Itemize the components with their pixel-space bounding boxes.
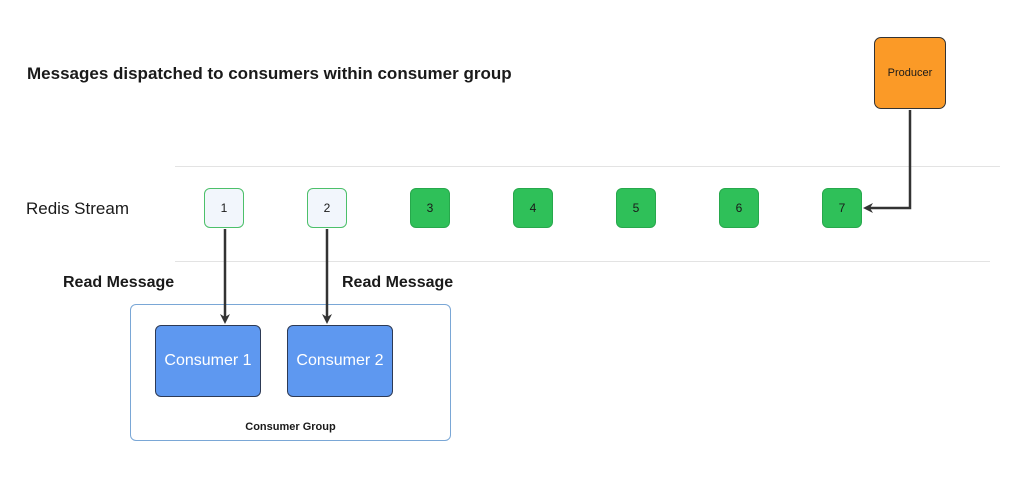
consumer-label: Consumer 1: [164, 352, 252, 369]
message-id: 3: [426, 201, 434, 215]
producer-to-stream-arrow: [863, 110, 912, 213]
consumer-group-label: Consumer Group: [245, 421, 336, 433]
consumer-2-node: Consumer 2: [287, 325, 393, 397]
message-id: 6: [735, 201, 743, 215]
message-6: 6: [719, 188, 759, 228]
read-message-label-2: Read Message: [342, 274, 454, 291]
message-5: 5: [616, 188, 656, 228]
read-message-label-1: Read Message: [63, 274, 175, 291]
producer-label: Producer: [887, 67, 933, 79]
message-id: 5: [632, 201, 640, 215]
message-3: 3: [410, 188, 450, 228]
stream-top-divider: [175, 166, 1000, 167]
consumer-1-node: Consumer 1: [155, 325, 261, 397]
stream-bottom-divider: [175, 261, 990, 262]
message-id: 1: [220, 201, 228, 215]
message-id: 2: [323, 201, 331, 215]
message-2: 2: [307, 188, 347, 228]
diagram-title: Messages dispatched to consumers within …: [27, 64, 512, 83]
message-4: 4: [513, 188, 553, 228]
message-7: 7: [822, 188, 862, 228]
consumer-label: Consumer 2: [296, 352, 384, 369]
message-id: 7: [838, 201, 846, 215]
stream-label: Redis Stream: [26, 199, 129, 218]
producer-node: Producer: [874, 37, 946, 109]
message-id: 4: [529, 201, 537, 215]
message-1: 1: [204, 188, 244, 228]
